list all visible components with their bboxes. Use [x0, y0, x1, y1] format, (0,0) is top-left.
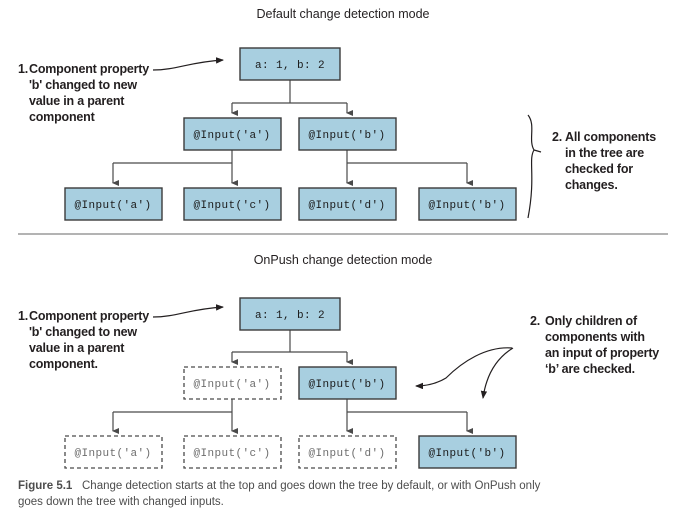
onpush-level3-node-0[interactable]: @Input('a'): [64, 435, 163, 469]
onpush-callout-left-number: 1.: [18, 309, 28, 323]
figure-caption: Figure 5.1 Change detection starts at th…: [18, 480, 541, 508]
default-level3-box-1[interactable]: [183, 187, 282, 221]
onpush-level3-box-2[interactable]: [298, 435, 397, 469]
default-level3-label-1: @Input('c'): [193, 200, 270, 212]
section-title-onpush: OnPush change detection mode: [254, 253, 433, 267]
caption-label: Figure 5.1: [18, 480, 73, 492]
caption-line-2: goes down the tree with changed inputs.: [18, 496, 224, 508]
default-level2-label-0: @Input('a'): [193, 130, 270, 142]
default-callout-left-leader-arrow: [152, 57, 224, 71]
onpush-callout-right-line-0: Only children of: [545, 314, 638, 328]
default-callout-right-line-3: changes.: [565, 178, 618, 192]
default-level3-label-3: @Input('b'): [428, 200, 505, 212]
onpush-root-label: a: 1, b: 2: [255, 310, 325, 322]
default-root-node[interactable]: a: 1, b: 2: [239, 47, 341, 81]
default-callout-right-number: 2.: [552, 130, 562, 144]
onpush-root-node[interactable]: a: 1, b: 2: [239, 297, 341, 331]
onpush-callout-right: 2. Only children of components with an i…: [415, 314, 659, 399]
default-level2-node-1[interactable]: @Input('b'): [298, 117, 397, 151]
default-callout-left: 1. Component property 'b' changed to new…: [18, 57, 224, 124]
default-level3-node-1[interactable]: @Input('c'): [183, 187, 282, 221]
onpush-level3-node-1[interactable]: @Input('c'): [183, 435, 282, 469]
onpush-level2-label-0: @Input('a'): [193, 379, 270, 391]
section-onpush: OnPush change detection mode a: 1, b: 2: [18, 253, 659, 469]
onpush-callout-right-line-1: components with: [545, 330, 645, 344]
default-callout-right-line-2: checked for: [565, 162, 633, 176]
default-level2-box-0[interactable]: [183, 117, 282, 151]
onpush-callout-left-line-1: 'b' changed to new: [29, 325, 137, 339]
default-callout-left-line-3: component: [29, 110, 96, 124]
default-level3-box-2[interactable]: [298, 187, 397, 221]
onpush-callout-right-line-3: ‘b’ are checked.: [545, 362, 635, 376]
onpush-level3-box-1[interactable]: [183, 435, 282, 469]
default-callout-right-line-1: in the tree are: [565, 146, 644, 160]
default-callout-left-line-2: value in a parent: [29, 94, 125, 108]
default-level2-label-1: @Input('b'): [308, 130, 385, 142]
onpush-level3-node-2[interactable]: @Input('d'): [298, 435, 397, 469]
onpush-root-box[interactable]: [239, 297, 341, 331]
onpush-level3-box-0[interactable]: [64, 435, 163, 469]
default-callout-left-number: 1.: [18, 62, 28, 76]
onpush-level3-label-2: @Input('d'): [308, 448, 385, 460]
default-callout-left-line-0: Component property: [29, 62, 149, 76]
connectors-default-root: [231, 80, 353, 116]
default-callout-right-line-0: All components: [565, 130, 656, 144]
onpush-callout-left-line-2: value in a parent: [29, 341, 125, 355]
default-level3-node-0[interactable]: @Input('a'): [64, 187, 163, 221]
default-callout-right: 2. All components in the tree are checke…: [527, 114, 656, 219]
section-title-default: Default change detection mode: [256, 7, 429, 21]
default-root-box[interactable]: [239, 47, 341, 81]
onpush-callout-left-leader-arrow: [152, 304, 224, 318]
onpush-callout-left-line-0: Component property: [29, 309, 149, 323]
default-level2-box-1[interactable]: [298, 117, 397, 151]
onpush-level3-box-3[interactable]: [418, 435, 517, 469]
onpush-level2-label-1: @Input('b'): [308, 379, 385, 391]
onpush-level2-node-1[interactable]: @Input('b'): [298, 366, 397, 400]
default-level3-node-2[interactable]: @Input('d'): [298, 187, 397, 221]
onpush-callout-right-line-2: an input of property: [545, 346, 659, 360]
default-level3-label-2: @Input('d'): [308, 200, 385, 212]
default-level3-box-0[interactable]: [64, 187, 163, 221]
section-default: Default change detection mode a: 1, b: 2: [18, 7, 656, 221]
onpush-leader-to-level3-b: [480, 347, 514, 399]
default-level3-label-0: @Input('a'): [74, 200, 151, 212]
default-level2-node-0[interactable]: @Input('a'): [183, 117, 282, 151]
onpush-level2-box-1[interactable]: [298, 366, 397, 400]
onpush-level3-label-3: @Input('b'): [428, 448, 505, 460]
onpush-callout-left: 1. Component property 'b' changed to new…: [18, 304, 224, 371]
onpush-callout-left-line-3: component.: [29, 357, 98, 371]
default-root-label: a: 1, b: 2: [255, 60, 325, 72]
onpush-level2-node-0[interactable]: @Input('a'): [183, 366, 282, 400]
default-brace: [527, 114, 535, 219]
connectors-onpush-root: [231, 330, 353, 365]
onpush-level3-label-0: @Input('a'): [74, 448, 151, 460]
onpush-leader-to-level2-b: [415, 347, 513, 390]
onpush-level3-label-1: @Input('c'): [193, 448, 270, 460]
default-level3-box-3[interactable]: [418, 187, 517, 221]
onpush-level3-node-3[interactable]: @Input('b'): [418, 435, 517, 469]
connectors-default-level2: [112, 150, 473, 186]
onpush-callout-right-number: 2.: [530, 314, 540, 328]
onpush-level2-box-0[interactable]: [183, 366, 282, 400]
connectors-onpush-level2: [112, 399, 473, 434]
default-level3-node-3[interactable]: @Input('b'): [418, 187, 517, 221]
default-brace-tip: [533, 149, 542, 153]
default-callout-left-line-1: 'b' changed to new: [29, 78, 137, 92]
caption-line-1: Change detection starts at the top and g…: [82, 480, 541, 492]
